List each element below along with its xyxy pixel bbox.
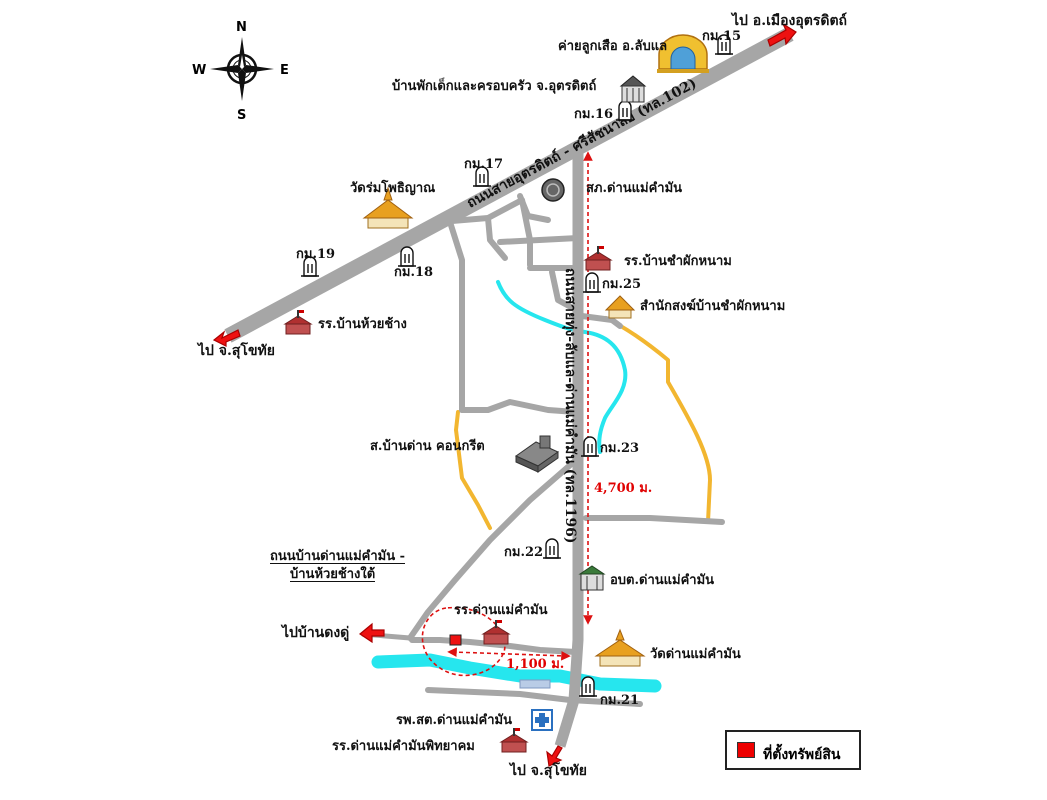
police-station-label: สภ.ด่านแม่คำมัน bbox=[586, 181, 683, 196]
compass-icon bbox=[210, 37, 274, 101]
direction-to-mueang: ไป อ.เมืองอุตรดิตถ์ bbox=[732, 13, 848, 29]
scout-camp-label: ค่ายลูกเสือ อ.ลับแล bbox=[558, 39, 668, 54]
distance-ew-label: 1,100 ม. bbox=[506, 657, 565, 672]
distance-line-ew bbox=[447, 647, 571, 661]
highway-1196-label: ถนนสายทุ่ง-ลับแล-ด่านแม่คำมัน (ทล.1196) bbox=[562, 268, 578, 544]
bridge-icon bbox=[519, 679, 551, 689]
scout-camp-icon bbox=[657, 34, 709, 73]
km25-label: กม.25 bbox=[602, 277, 642, 292]
tambon-office-label: อบต.ด่านแม่คำมัน bbox=[610, 573, 715, 588]
arrow-to-sukhothai-west bbox=[212, 329, 241, 347]
map-legend: ที่ตั้งทรัพย์สิน bbox=[725, 730, 861, 770]
school-huai-chang-label: รร.บ้านห้วยช้าง bbox=[318, 317, 407, 332]
distance-circle bbox=[421, 606, 506, 677]
yellow-road-east bbox=[604, 316, 712, 524]
yellow-road-west bbox=[454, 410, 492, 530]
km19-label: กม.19 bbox=[296, 247, 336, 262]
compass-south-label: S bbox=[237, 108, 247, 123]
legend-property-label: ที่ตั้งทรัพย์สิน bbox=[763, 747, 841, 763]
temple-rom-pho-icon bbox=[362, 186, 414, 229]
hospital-icon bbox=[531, 709, 553, 731]
km22-marker-icon bbox=[543, 538, 561, 559]
local-road-label-line2: บ้านห้วยช้างใต้ bbox=[290, 567, 376, 582]
school-huai-chang-icon bbox=[283, 310, 313, 335]
temple-dan-mae-kham-man-icon bbox=[594, 628, 646, 667]
local-road-label-line1: ถนนบ้านด่านแม่คำมัน - bbox=[270, 549, 406, 564]
minor-roads bbox=[407, 193, 725, 707]
wat-rom-pho-label: วัดร่มโพธิญาณ bbox=[350, 181, 436, 196]
compass-east-label: E bbox=[280, 63, 289, 78]
highway-102 bbox=[224, 27, 794, 343]
river-north bbox=[496, 280, 628, 454]
km21-marker-icon bbox=[579, 676, 597, 697]
km15-label: กม.15 bbox=[702, 29, 742, 44]
distance-markers bbox=[421, 151, 593, 677]
km18-label: กม.18 bbox=[394, 265, 434, 280]
concrete-shop-label: ส.บ้านด่าน คอนกรีต bbox=[370, 439, 485, 454]
school-dan-label: รร.ด่านแม่คำมัน bbox=[454, 603, 548, 618]
direction-to-dong-du: ไปบ้านดงดู่ bbox=[282, 625, 350, 641]
yellow-roads bbox=[454, 316, 712, 530]
km23-marker-icon bbox=[581, 436, 599, 457]
km23-label: กม.23 bbox=[600, 441, 640, 456]
km17-label: กม.17 bbox=[464, 157, 504, 172]
hospital-label: รพ.สต.ด่านแม่คำมัน bbox=[396, 713, 513, 728]
km21-label: กม.21 bbox=[600, 693, 640, 708]
police-seal-icon bbox=[541, 178, 565, 202]
compass-west-label: W bbox=[192, 63, 207, 78]
arrow-to-mueang bbox=[767, 22, 797, 47]
highway-1196 bbox=[554, 150, 584, 748]
place-icons bbox=[283, 34, 709, 753]
km25-marker-icon bbox=[583, 272, 601, 293]
km17-marker-icon bbox=[473, 166, 491, 187]
property-swatch-icon bbox=[737, 742, 755, 758]
school-ban-cha-icon bbox=[583, 246, 613, 271]
tambon-office-icon bbox=[578, 565, 606, 591]
km15-marker-icon bbox=[715, 34, 733, 55]
wat-dan-label: วัดด่านแม่คำมัน bbox=[650, 647, 741, 662]
arrow-to-sukhothai-south bbox=[546, 745, 563, 767]
school-phitthayakhom-label: รร.ด่านแม่คำมันพิทยาคม bbox=[332, 739, 475, 754]
km19-marker-icon bbox=[301, 256, 319, 277]
property-marker bbox=[449, 634, 462, 646]
distance-ns-label: 4,700 ม. bbox=[594, 481, 653, 496]
km22-label: กม.22 bbox=[504, 545, 544, 560]
arrow-to-dong-du bbox=[358, 622, 385, 644]
direction-arrows bbox=[212, 22, 797, 767]
school-ban-cha-label: รร.บ้านชำผักหนาม bbox=[624, 254, 732, 269]
school-dan-mae-kham-man-icon bbox=[481, 620, 511, 645]
childrens-home-icon bbox=[619, 75, 647, 103]
childrens-home-label: บ้านพักเด็กและครอบครัว จ.อุตรดิตถ์ bbox=[392, 79, 597, 94]
concrete-plant-icon bbox=[514, 435, 560, 473]
school-phitthayakhom-icon bbox=[499, 728, 529, 753]
direction-to-sukhothai-west: ไป จ.สุโขทัย bbox=[198, 343, 275, 359]
km16-label: กม.16 bbox=[574, 107, 614, 122]
compass-north-label: N bbox=[236, 20, 247, 35]
km-marker-icons bbox=[301, 34, 733, 697]
km16-marker-icon bbox=[616, 100, 634, 121]
monastery-icon bbox=[604, 295, 636, 319]
monastery-label: สำนักสงฆ์บ้านชำผักหนาม bbox=[640, 299, 786, 314]
km18-marker-icon bbox=[398, 246, 416, 267]
direction-to-sukhothai-south: ไป จ.สุโขทัย bbox=[510, 763, 587, 779]
